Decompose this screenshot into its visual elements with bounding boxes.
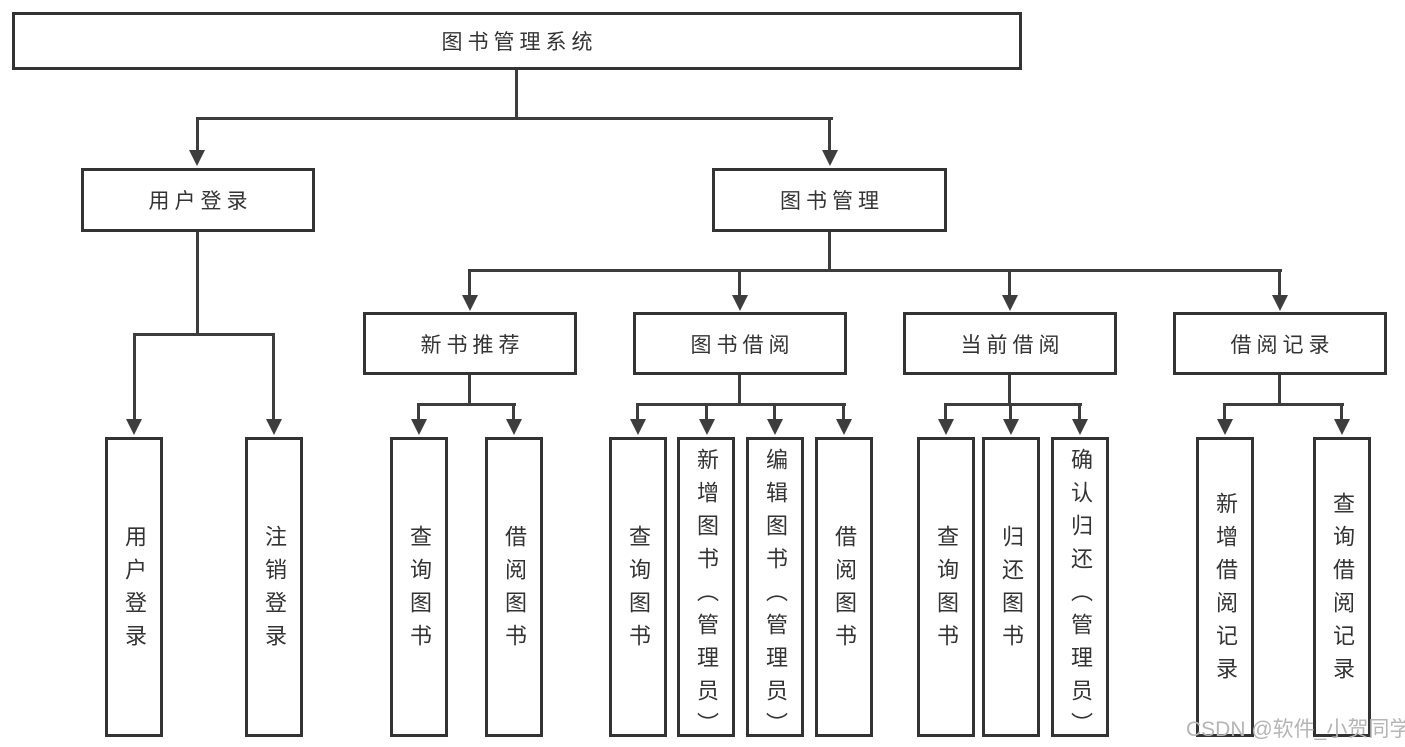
arrowhead-down-icon [1002,295,1018,311]
arrowhead-down-icon [1334,419,1350,435]
arrow-shaft [1008,269,1011,296]
node-leaf-logout: 注销登录 [245,437,303,737]
arrow-shaft [738,269,741,296]
node-label: 借阅图书 [832,525,857,657]
arrow-shaft [828,117,831,152]
arrowhead-down-icon [732,295,748,311]
connector-line [468,269,1282,272]
node-label: 新增图书（管理员） [694,448,719,745]
arrow-shaft [1009,403,1012,420]
connector-line [1008,375,1011,405]
connector-line [1223,403,1344,406]
node-leaf-query-books-current: 查询图书 [917,437,975,737]
connector-line [468,375,471,405]
arrowhead-down-icon [506,419,522,435]
arrowhead-down-icon [126,419,142,435]
arrow-shaft [1340,403,1343,420]
node-label: 归还图书 [999,525,1024,657]
node-label: 注销登录 [262,525,287,657]
node-label: 图书管理 [780,189,884,213]
csdn-watermark: CSDN @软件_小贺同学 [1186,718,1405,741]
node-label: 图书借阅 [690,332,795,357]
arrowhead-down-icon [630,419,646,435]
arrow-shaft [512,403,515,420]
arrow-shaft [417,403,420,420]
arrow-shaft [468,269,471,296]
connector-line [515,70,518,120]
node-leaf-borrow-books-recommend: 借阅图书 [485,437,543,737]
node-label: 图书管理系统 [441,30,598,54]
arrowhead-down-icon [1003,419,1019,435]
node-user-login: 用户登录 [81,168,315,232]
node-current-borrowing: 当前借阅 [903,312,1117,375]
connector-line [828,232,831,272]
arrowhead-down-icon [767,419,783,435]
node-leaf-add-book-admin: 新增图书（管理员） [677,437,735,745]
node-label: 当前借阅 [960,332,1065,357]
arrowhead-down-icon [462,295,478,311]
node-label: 借阅记录 [1230,332,1335,357]
node-new-book-recommendation: 新书推荐 [363,312,577,375]
node-label: 确认归还（管理员） [1068,448,1093,745]
node-label: 新书推荐 [420,332,525,357]
node-leaf-edit-book-admin: 编辑图书（管理员） [746,437,804,745]
connector-line [738,375,741,405]
arrow-shaft [272,333,275,419]
arrowhead-down-icon [1072,419,1088,435]
arrow-shaft [1223,403,1226,420]
arrow-shaft [196,117,199,152]
node-label: 用户登录 [122,525,147,657]
connector-line [944,403,1082,406]
arrowhead-down-icon [822,150,838,166]
node-label: 新增借阅记录 [1213,492,1238,690]
arrow-shaft [1278,269,1281,296]
arrowhead-down-icon [189,150,205,166]
arrowhead-down-icon [1217,419,1233,435]
node-label: 借阅图书 [502,525,527,657]
connector-line [133,333,275,336]
arrowhead-down-icon [1272,295,1288,311]
node-leaf-query-books-borrowing: 查询图书 [609,437,667,737]
arrow-shaft [705,403,708,420]
arrowhead-down-icon [836,419,852,435]
node-label: 查询图书 [934,525,959,657]
arrow-shaft [944,403,947,420]
arrow-shaft [133,333,136,419]
node-leaf-query-books-recommend: 查询图书 [390,437,448,737]
connector-line [417,403,516,406]
arrow-shaft [842,403,845,420]
node-label: 查询借阅记录 [1330,492,1355,690]
node-leaf-confirm-return-admin: 确认归还（管理员） [1051,437,1109,745]
arrowhead-down-icon [938,419,954,435]
connector-line [196,117,833,120]
arrowhead-down-icon [699,419,715,435]
connector-line [1278,375,1281,405]
arrowhead-down-icon [266,419,282,435]
node-book-borrowing: 图书借阅 [633,312,847,375]
node-label: 用户登录 [148,189,253,213]
arrow-shaft [773,403,776,420]
connector-line [636,403,846,406]
arrow-shaft [1078,403,1081,420]
node-leaf-user-login: 用户登录 [105,437,163,737]
node-library-system: 图书管理系统 [12,12,1022,70]
node-book-management: 图书管理 [712,168,947,232]
node-leaf-query-borrow-record: 查询借阅记录 [1313,437,1371,737]
node-label: 编辑图书（管理员） [763,448,788,745]
node-label: 查询图书 [407,525,432,657]
connector-line [196,232,199,335]
node-label: 查询图书 [626,525,651,657]
node-leaf-borrow-books-borrowing: 借阅图书 [815,437,873,737]
node-borrowing-records: 借阅记录 [1173,312,1387,375]
arrowhead-down-icon [411,419,427,435]
arrow-shaft [636,403,639,420]
node-leaf-return-books: 归还图书 [982,437,1040,737]
node-leaf-add-borrow-record: 新增借阅记录 [1196,437,1254,737]
